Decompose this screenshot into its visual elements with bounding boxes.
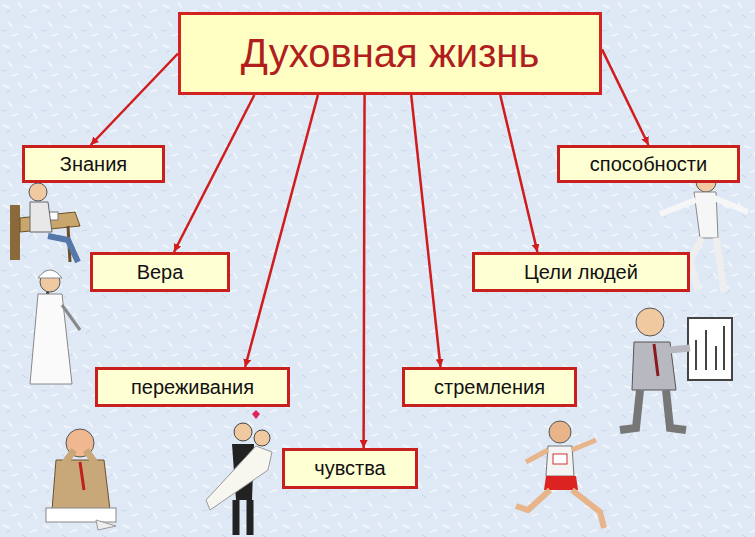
concept-box: стремления [402, 367, 577, 407]
concept-label: чувства [314, 457, 386, 480]
concept-label: Знания [60, 153, 127, 176]
runner-figure [516, 421, 604, 528]
concept-label: переживания [131, 376, 254, 399]
concept-label: способности [590, 153, 707, 176]
arrow-connector [411, 95, 440, 367]
title-box: Духовная жизнь [178, 12, 602, 95]
concept-box: чувства [282, 448, 418, 489]
concept-box: Знания [22, 145, 165, 183]
businessman-figure [620, 308, 732, 430]
concept-box: переживания [95, 367, 290, 407]
arrow-connector [500, 95, 537, 252]
concept-box: Вера [90, 252, 230, 292]
concept-label: Вера [137, 261, 184, 284]
title-text: Духовная жизнь [241, 31, 540, 76]
robed-figure [30, 270, 80, 384]
concept-label: Цели людей [524, 261, 638, 284]
arrow-connector [91, 54, 178, 146]
concept-box: Цели людей [472, 252, 690, 292]
arrow-connector [174, 95, 254, 252]
arrow-connector [602, 49, 649, 145]
arrow-connector [362, 95, 365, 448]
arrow-connector [245, 95, 318, 367]
couple-figure [206, 410, 272, 535]
scholar-figure [10, 183, 80, 262]
concept-label: стремления [434, 376, 545, 399]
concept-box: способности [557, 145, 740, 183]
crying-figure [46, 429, 116, 530]
